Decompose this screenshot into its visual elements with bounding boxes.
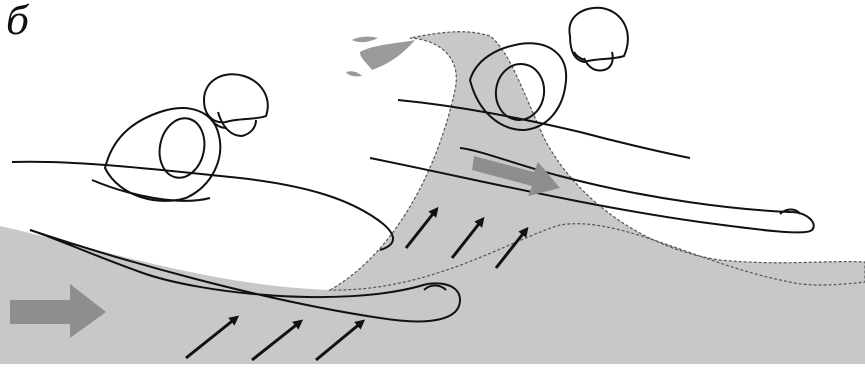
water-body (0, 223, 865, 364)
torso-left (103, 107, 222, 202)
paddler-right (369, 6, 815, 234)
arm-hole-left (158, 117, 206, 179)
helmet-right (568, 6, 629, 64)
arm-hole-right (494, 63, 546, 121)
kayak-right-hull (369, 147, 815, 234)
kayak-left-hull (29, 229, 462, 323)
flow-arrows (10, 156, 560, 338)
push-arrows-bottom (185, 315, 366, 362)
paddler-left (11, 73, 462, 323)
helmet-left (202, 73, 269, 124)
wave-crest (327, 31, 865, 291)
kayak-left-cockpit (91, 179, 211, 202)
spray (346, 36, 415, 77)
push-arrows-wave (404, 206, 529, 269)
flow-arrow-left (10, 284, 106, 338)
flow-arrow-wave (472, 156, 560, 196)
kayak-right-deck (397, 99, 691, 159)
torso-right (468, 42, 568, 132)
panel-label: б (6, 0, 30, 43)
kayak-left-deck (11, 160, 394, 251)
